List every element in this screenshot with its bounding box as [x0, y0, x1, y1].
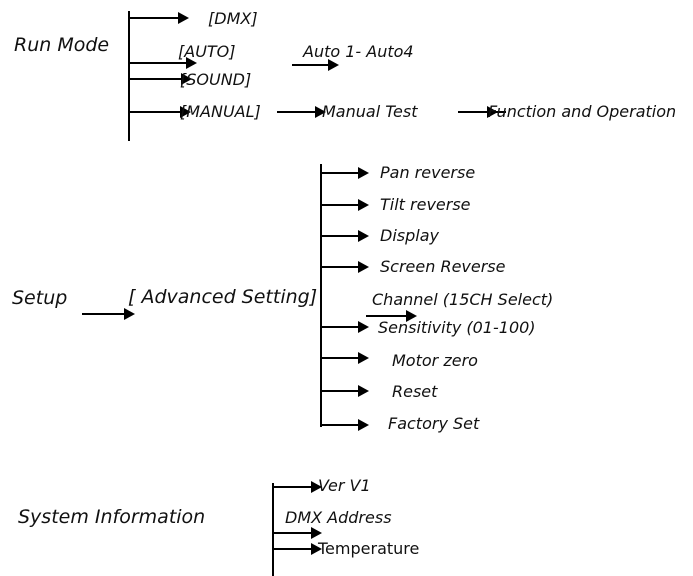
arrowhead-screen-reverse	[358, 261, 369, 273]
arrowhead-temperature	[311, 543, 322, 555]
arrowhead-tilt-reverse	[358, 199, 369, 211]
root-label-setup: Setup	[12, 287, 68, 309]
connector-screen-reverse	[320, 266, 362, 268]
arrowhead-manual	[180, 106, 191, 118]
arrowhead-motor-zero	[358, 352, 369, 364]
connector-dmx-address	[272, 532, 316, 534]
root-label-run-mode: Run Mode	[14, 34, 110, 56]
connector-dmx	[128, 17, 180, 19]
node-ver[interactable]: Ver V1	[318, 476, 371, 495]
connector-ver	[272, 486, 316, 488]
connector-display	[320, 235, 362, 237]
connector-temperature	[272, 548, 316, 550]
node-display[interactable]: Display	[380, 226, 439, 245]
connector-auto	[128, 62, 188, 64]
connector-pan-reverse	[320, 172, 362, 174]
node-motor-zero[interactable]: Motor zero	[392, 351, 478, 370]
node-auto-range[interactable]: Auto 1- Auto4	[303, 42, 414, 61]
connector-motor-zero	[320, 357, 362, 359]
arrowhead-reset	[358, 385, 369, 397]
arrowhead-factory-set	[358, 419, 369, 431]
node-factory-set[interactable]: Factory Set	[388, 414, 480, 433]
connector-auto-range	[292, 64, 332, 66]
arrowhead-sound	[181, 73, 192, 85]
node-advanced-setting[interactable]: [ Advanced Setting]	[128, 286, 318, 308]
connector-function-operation	[458, 111, 506, 113]
node-tilt-reverse[interactable]: Tilt reverse	[380, 195, 471, 214]
connector-tilt-reverse	[320, 204, 362, 206]
arrowhead-dmx	[178, 12, 189, 24]
node-manual-test[interactable]: Manual Test	[322, 102, 418, 121]
arrowhead-channel	[406, 310, 417, 322]
node-temperature[interactable]: Temperature	[318, 539, 420, 558]
connector-channel	[366, 315, 410, 317]
node-channel[interactable]: Channel (15CH Select)	[372, 290, 554, 309]
connector-sound	[128, 78, 184, 80]
arrowhead-pan-reverse	[358, 167, 369, 179]
arrowhead-advanced-setting	[124, 308, 135, 320]
arrowhead-manual-test	[315, 106, 326, 118]
node-pan-reverse[interactable]: Pan reverse	[380, 163, 476, 182]
arrowhead-ver	[311, 481, 322, 493]
node-screen-reverse[interactable]: Screen Reverse	[380, 257, 506, 276]
arrowhead-function-operation	[487, 106, 498, 118]
node-auto[interactable]: [AUTO]	[178, 42, 236, 61]
root-label-system-information: System Information	[18, 506, 206, 528]
trunk-run-mode	[128, 11, 130, 141]
node-function-operation[interactable]: Function and Operation	[488, 102, 677, 121]
connector-manual	[128, 111, 184, 113]
connector-factory-set	[320, 424, 362, 426]
arrowhead-dmx-address	[311, 527, 322, 539]
connector-advanced-setting	[82, 313, 128, 315]
node-reset[interactable]: Reset	[392, 382, 438, 401]
arrowhead-auto	[186, 57, 197, 69]
trunk-setup	[320, 164, 322, 427]
node-dmx[interactable]: [DMX]	[208, 9, 258, 28]
connector-reset	[320, 390, 362, 392]
trunk-system-information	[272, 483, 274, 576]
node-sensitivity[interactable]: Sensitivity (01-100)	[378, 318, 536, 337]
arrowhead-sensitivity	[358, 321, 369, 333]
arrowhead-display	[358, 230, 369, 242]
node-manual[interactable]: [MANUAL]	[180, 102, 261, 121]
node-dmx-address[interactable]: DMX Address	[285, 508, 392, 527]
node-sound[interactable]: [SOUND]	[180, 70, 252, 89]
connector-sensitivity	[320, 326, 362, 328]
connector-manual-test	[277, 111, 321, 113]
arrowhead-auto-range	[328, 59, 339, 71]
